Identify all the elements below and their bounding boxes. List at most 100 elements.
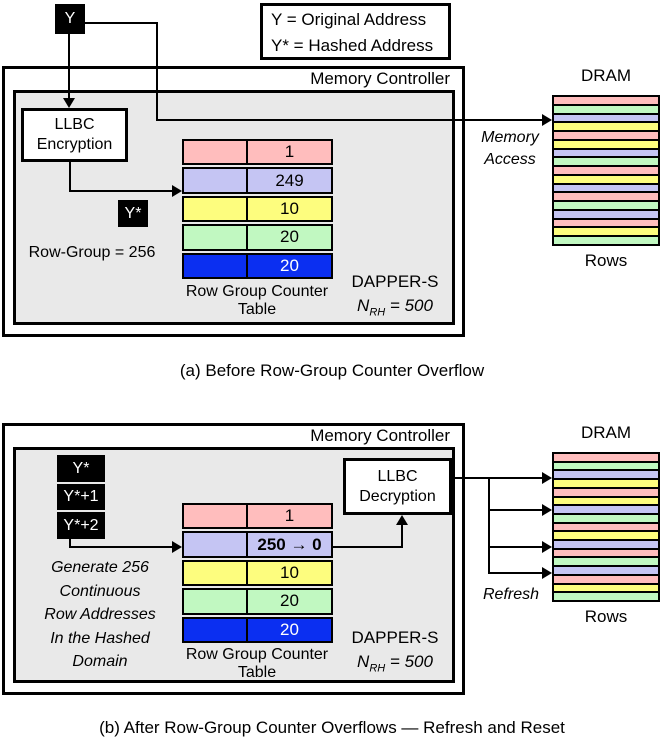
memory-access-line [156,119,542,121]
legend-line-1: Y = Original Address [271,10,427,29]
hashed-address-box-a: Y* [118,200,148,227]
counter-row-group-cell [184,505,248,528]
dram-row-stripe [554,523,658,531]
legend-line-2: Y* = Hashed Address [271,36,434,55]
dram-row-stripe [554,237,658,245]
refresh-line-4 [488,572,542,574]
refresh-arrow-1-icon [542,472,552,484]
dram-row-stripe [554,541,658,548]
hashed-address-box-b0: Y* [57,455,105,482]
addresses-to-table-arrow-icon [172,541,182,553]
scheme-label-a: DAPPER-S [351,272,439,291]
dram-row-stripe [554,97,658,104]
dram-row-stripe [554,549,658,557]
encryption-to-table-arrow-icon [172,185,182,197]
counter-row-group-cell [184,618,248,642]
counter-row-value-cell: 10 [280,563,299,583]
counter-row-group-cell [184,561,248,585]
row-group-counter-table-b: 1 250 → 0 10 20 20 [182,503,333,644]
dram-box-b [552,452,660,602]
counter-row-group-cell [184,533,248,556]
dram-box-a [552,95,660,246]
dram-row-stripe [554,228,658,236]
dram-row-stripe [554,175,658,183]
counter-row-value-cell: 20 [280,255,299,275]
refresh-arrow-4-icon [542,567,552,579]
nrh-label-a: NRH = 500 [340,296,450,318]
nrh-eq-a: = 500 [385,296,433,315]
counter-table-row: 20 [182,588,333,615]
dram-title-b: DRAM [580,423,632,442]
counter-row-group-cell [184,141,248,164]
dram-title-a: DRAM [580,66,632,85]
counter-table-caption-b-line1: Row Group Counter [185,646,329,663]
counter-row-group-cell [184,590,248,613]
row-group-size-label: Row-Group = 256 [28,244,156,261]
counter-table-row: 20 [182,224,333,251]
caption-a: (a) Before Row-Group Counter Overflow [179,361,485,380]
counter-row-value-cell: 20 [280,591,299,611]
dram-row-stripe [554,558,658,566]
encryption-to-table-line-v [69,162,71,192]
legend-box: Y = Original Address Y* = Hashed Address [260,3,451,60]
refresh-arrow-2-icon [542,504,552,516]
counter-table-row: 20 [182,616,333,644]
counter-table-row: 10 [182,559,333,587]
original-address-label: Y [64,10,76,27]
refresh-line-3 [488,546,542,548]
dram-row-stripe [554,584,658,592]
nrh-eq-b: = 500 [385,652,433,671]
nrh-sub-a: RH [369,306,386,319]
memory-controller-label-a: Memory Controller [310,69,450,88]
dram-row-stripe [554,219,658,227]
original-address-box: Y [55,4,85,34]
dram-row-stripe [554,140,658,148]
counter-table-row: 1 [182,139,333,166]
counter-table-row: 10 [182,195,333,223]
counter-row-value-cell: 1 [284,506,295,526]
llbc-encryption-line1: LLBC [54,116,95,133]
nrh-n-a: N [357,296,370,315]
hashed-address-label-a: Y* [124,204,142,222]
dram-row-stripe [554,105,658,113]
counter-row-value-cell: 1 [284,142,295,162]
counter-row-group-cell [184,226,248,249]
counter-row-value-cell: 20 [280,619,299,639]
counter-row-group-cell [184,169,248,192]
scheme-label-b: DAPPER-S [351,628,439,647]
caption-b: (b) After Row-Group Counter Overflows — … [99,718,565,737]
counter-row-value-cell: 20 [280,227,299,247]
table-to-decryption-line-h [333,546,403,548]
counter-table-row: 1 [182,503,333,530]
table-to-decryption-arrow-icon [396,515,408,525]
refresh-line-2 [488,509,542,511]
dram-rows-label-a: Rows [584,251,628,270]
dram-row-stripe [554,123,658,131]
counter-table-caption-a-line1: Row Group Counter [185,283,329,300]
dram-row-stripe [554,514,658,522]
dram-row-stripe [554,210,658,218]
llbc-decryption-line1: LLBC [377,467,418,485]
hashed-address-box-b1: Y*+1 [57,484,105,510]
dram-row-stripe [554,167,658,174]
y-to-encryption-line [68,34,70,99]
nrh-label-b: NRH = 500 [340,652,450,674]
refresh-line-main [452,477,542,479]
generate-note: Generate 256 Continuous Row Addresses In… [44,559,156,670]
y-to-encryption-arrow-icon [63,98,75,108]
dram-row-stripe [554,471,658,479]
dram-row-stripe [554,149,658,157]
dram-row-stripe [554,132,658,139]
addresses-to-table-line-h [69,546,173,548]
counter-table-caption-a-line2: Table [237,301,277,318]
counter-row-value-cell: 250 → 0 [257,534,322,554]
memory-access-label: Memory Access [481,129,539,168]
refresh-branch-line-v [488,477,490,574]
llbc-encryption-line2: Encryption [36,136,113,153]
dram-row-stripe [554,202,658,209]
nrh-sub-b: RH [369,662,386,675]
counter-table-row: 249 [182,167,333,194]
refresh-label: Refresh [482,586,540,603]
dram-row-stripe [554,184,658,192]
